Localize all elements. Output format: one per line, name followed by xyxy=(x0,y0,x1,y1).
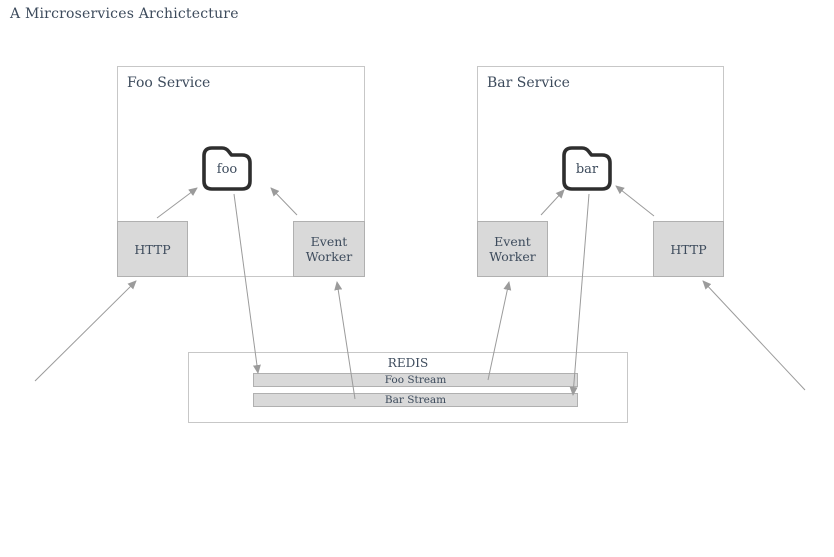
folder-icon xyxy=(202,146,252,191)
bar-stream-label: Bar Stream xyxy=(384,394,447,406)
foo-folder: foo xyxy=(198,142,256,192)
foo-event-worker-box: Event Worker xyxy=(293,221,365,277)
foo-stream-label: Foo Stream xyxy=(384,374,447,386)
bar-stream-bar: Bar Stream xyxy=(253,393,578,407)
foo-stream-bar: Foo Stream xyxy=(253,373,578,387)
redis-box: REDIS Foo Stream Bar Stream xyxy=(188,352,628,423)
bar-http-box: HTTP xyxy=(653,221,724,277)
bar-service-label: Bar Service xyxy=(487,75,570,91)
arrow-client-left-to-foo-http xyxy=(34,280,137,382)
foo-service-label: Foo Service xyxy=(127,75,211,91)
bar-folder-label: bar xyxy=(575,162,599,177)
bar-event-worker-box: Event Worker xyxy=(477,221,548,277)
folder-icon xyxy=(562,146,612,191)
arrow-client-right-to-bar-http xyxy=(702,280,806,391)
foo-folder-label: foo xyxy=(216,162,238,177)
redis-label: REDIS xyxy=(387,356,429,370)
foo-event-worker-label: Event Worker xyxy=(305,234,353,264)
bar-folder: bar xyxy=(558,142,616,192)
bar-http-label: HTTP xyxy=(670,241,707,257)
bar-event-worker-label: Event Worker xyxy=(489,234,536,264)
page-title: A Mircroservices Archictecture xyxy=(10,6,239,22)
foo-http-box: HTTP xyxy=(117,221,188,277)
foo-http-label: HTTP xyxy=(134,241,171,257)
